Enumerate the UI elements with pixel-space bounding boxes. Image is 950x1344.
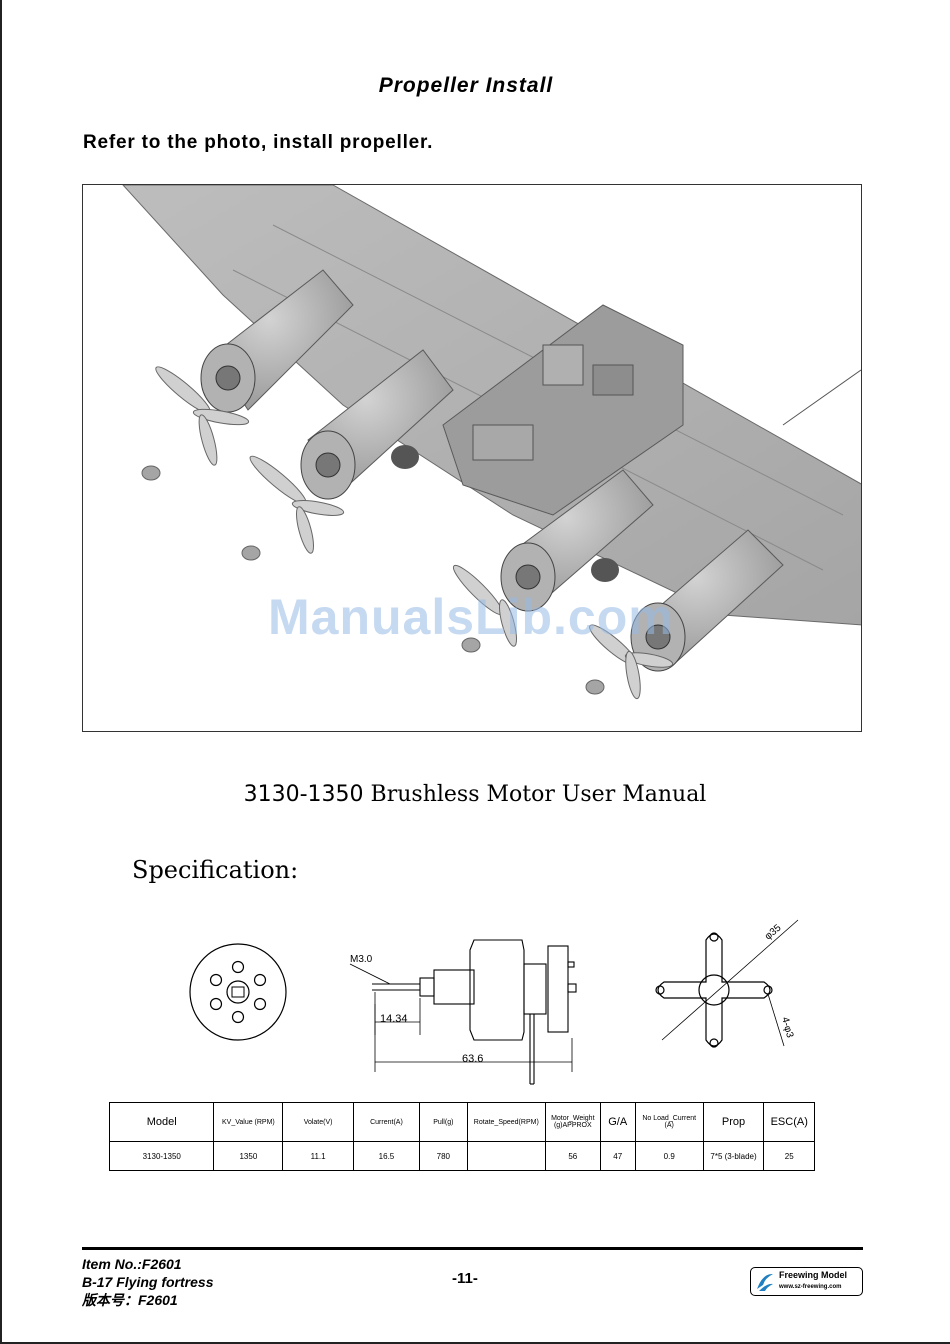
aircraft-propeller-photo xyxy=(82,184,862,732)
header-voltage: Volate(V) xyxy=(282,1102,354,1142)
cell-ga: 47 xyxy=(599,1141,636,1171)
dimension-lines xyxy=(349,963,573,1072)
footer-info: Item No.:F2601 B-17 Flying fortress 版本号：… xyxy=(82,1255,213,1309)
cell-motor-weight: 56 xyxy=(545,1141,601,1171)
cell-pull: 780 xyxy=(419,1141,468,1171)
cell-rotate-speed xyxy=(466,1141,547,1171)
header-model: Model xyxy=(108,1102,215,1142)
cell-esc: 25 xyxy=(763,1141,815,1171)
item-number: Item No.:F2601 xyxy=(82,1256,182,1272)
header-motor-weight: Motor_Weight (g)APPROX xyxy=(545,1102,601,1142)
shaft-length-label: 14.34 xyxy=(380,1013,408,1025)
product-name: B-17 Flying fortress xyxy=(82,1274,214,1290)
header-ga: G/A xyxy=(599,1102,636,1142)
mount-dimension-lines xyxy=(661,919,799,1047)
propeller-2 xyxy=(241,455,345,561)
page-number: -11- xyxy=(452,1270,478,1287)
total-length-label: 63.6 xyxy=(462,1053,483,1065)
cell-kv: 1350 xyxy=(213,1141,284,1171)
footer-divider xyxy=(82,1247,863,1250)
cell-prop: 7*5 (3-blade) xyxy=(702,1141,765,1171)
propeller-4 xyxy=(585,624,674,700)
section-title: Propeller Install xyxy=(378,74,554,97)
spec-table: Model KV_Value (RPM) Volate(V) Current(A… xyxy=(108,1102,815,1171)
header-esc: ESC(A) xyxy=(763,1102,815,1142)
manual-title: 3130-1350 Brushless Motor User Manual xyxy=(0,782,950,807)
cell-voltage: 11.1 xyxy=(282,1141,354,1171)
page-border xyxy=(0,0,2,1344)
propeller-3 xyxy=(452,564,517,653)
hole-spec-label: 4-φ3 xyxy=(779,1016,795,1039)
instruction-text: Refer to the photo, install propeller. xyxy=(83,132,434,153)
engine-nacelle-2 xyxy=(300,349,454,500)
header-kv: KV_Value (RPM) xyxy=(213,1102,284,1142)
header-prop: Prop xyxy=(702,1102,765,1142)
cell-model: 3130-1350 xyxy=(108,1141,215,1171)
thread-label: M3.0 xyxy=(350,954,373,965)
table-row: 3130-1350 1350 11.1 16.5 780 56 47 0.9 7… xyxy=(108,1141,815,1171)
freewing-logo-icon xyxy=(757,1273,773,1291)
spec-heading: Specification: xyxy=(132,856,299,884)
engine-nacelle-3 xyxy=(500,469,654,612)
mount-diameter-label: φ35 xyxy=(763,922,784,942)
motor-technical-drawing: M3.0 14.34 63.6 φ35 4-φ3 xyxy=(189,919,799,1085)
header-no-load-current: No Load_Current (A) xyxy=(634,1102,704,1142)
version-number: 版本号：F2601 xyxy=(82,1292,178,1308)
spec-table-header-row: Model KV_Value (RPM) Volate(V) Current(A… xyxy=(108,1102,815,1142)
brand-url: www.sz-freewing.com xyxy=(779,1284,842,1290)
aircraft-wing-illustration xyxy=(122,185,861,700)
engine-nacelle-1 xyxy=(200,269,354,413)
cell-current: 16.5 xyxy=(352,1141,421,1171)
propeller-1 xyxy=(141,366,250,481)
header-rotate-speed: Rotate_Speed(RPM) xyxy=(466,1102,547,1142)
motor-model: 3130-1350 xyxy=(243,782,364,807)
motor-front-view xyxy=(189,943,287,1041)
brand-name: Freewing Model xyxy=(779,1270,848,1280)
brand-logo: Freewing Model www.sz-freewing.com xyxy=(750,1267,863,1296)
page-border-bottom xyxy=(0,1342,950,1344)
header-pull: Pull(g) xyxy=(419,1102,468,1142)
header-current: Current(A) xyxy=(352,1102,421,1142)
manual-title-text: Brushless Motor User Manual xyxy=(370,782,707,807)
watermark: ManualsLib.com xyxy=(268,589,674,645)
motor-side-view xyxy=(372,939,577,1085)
cell-no-load-current: 0.9 xyxy=(634,1141,704,1171)
